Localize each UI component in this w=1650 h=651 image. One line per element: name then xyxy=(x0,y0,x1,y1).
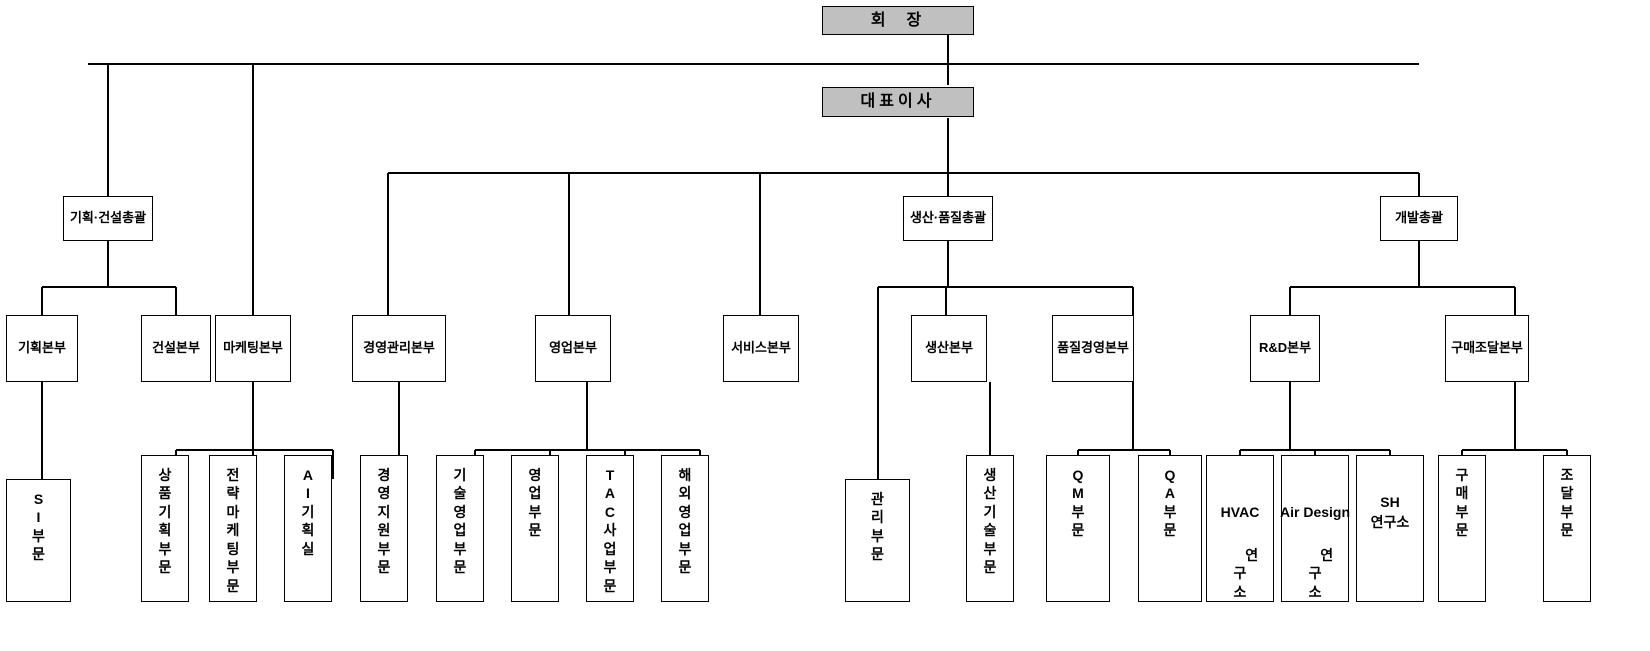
node-leaf-sales-label: 영 업 부 문 xyxy=(528,467,542,539)
node-hq-rnd[interactable]: R&D본부 xyxy=(1250,315,1320,382)
node-hq-rnd-label: R&D본부 xyxy=(1258,340,1312,356)
node-div-development-label: 개발총괄 xyxy=(1395,210,1443,226)
node-leaf-si[interactable]: S I 부 문 xyxy=(6,479,71,602)
node-leaf-technical-sales-label: 기 술 영 업 부 문 xyxy=(453,467,467,576)
node-leaf-qa[interactable]: Q A 부 문 xyxy=(1138,455,1202,602)
node-leaf-management-support[interactable]: 경 영 지 원 부 문 xyxy=(360,455,408,602)
node-chairman[interactable]: 회 장 xyxy=(822,6,974,35)
node-hq-construction-label: 건설본부 xyxy=(152,340,200,356)
node-leaf-qm[interactable]: Q M 부 문 xyxy=(1046,455,1110,602)
node-hq-marketing[interactable]: 마케팅본부 xyxy=(215,315,291,382)
node-leaf-airdesign-lab[interactable]: Air Design 연 구 소 xyxy=(1280,455,1350,602)
node-div-production-quality[interactable]: 생산·품질총괄 xyxy=(903,196,993,241)
node-leaf-qm-label: Q M 부 문 xyxy=(1071,467,1085,539)
node-hq-production[interactable]: 생산본부 xyxy=(911,315,987,382)
node-leaf-tac-business[interactable]: T A C 사 업 부 문 xyxy=(586,455,634,602)
node-leaf-airdesign-lab-top: Air Design xyxy=(1280,503,1351,520)
node-leaf-strategic-marketing[interactable]: 전 략 마 케 팅 부 문 xyxy=(209,455,257,602)
node-leaf-purchasing-label: 구 매 부 문 xyxy=(1455,467,1469,539)
node-leaf-product-planning-label: 상 품 기 획 부 문 xyxy=(158,467,172,576)
node-div-planning-construction-label: 기획·건설총괄 xyxy=(69,210,147,226)
node-hq-sales[interactable]: 영업본부 xyxy=(535,315,611,382)
node-leaf-administration-label: 관 리 부 문 xyxy=(871,491,884,563)
node-hq-construction[interactable]: 건설본부 xyxy=(141,315,211,382)
node-div-planning-construction[interactable]: 기획·건설총괄 xyxy=(63,196,153,241)
node-hq-sales-label: 영업본부 xyxy=(549,340,597,356)
node-hq-service-label: 서비스본부 xyxy=(731,340,791,356)
node-leaf-product-planning[interactable]: 상 품 기 획 부 문 xyxy=(141,455,189,602)
node-hq-planning-label: 기획본부 xyxy=(18,340,66,356)
node-hq-quality[interactable]: 품질경영본부 xyxy=(1052,315,1134,382)
node-hq-service[interactable]: 서비스본부 xyxy=(723,315,799,382)
node-leaf-qa-label: Q A 부 문 xyxy=(1163,467,1177,539)
node-leaf-purchasing[interactable]: 구 매 부 문 xyxy=(1438,455,1486,602)
node-hq-planning[interactable]: 기획본부 xyxy=(6,315,78,382)
node-leaf-hvac-lab[interactable]: HVAC 연 구 소 xyxy=(1206,455,1274,602)
node-leaf-production-technology[interactable]: 생 산 기 술 부 문 xyxy=(966,455,1014,602)
node-leaf-procurement-label: 조 달 부 문 xyxy=(1560,467,1574,539)
node-leaf-sales[interactable]: 영 업 부 문 xyxy=(511,455,559,602)
node-leaf-hvac-lab-top: HVAC xyxy=(1220,503,1260,520)
node-leaf-airdesign-lab-label: Air Design 연 구 소 xyxy=(1280,466,1350,620)
node-leaf-sh-lab[interactable]: SH 연구소 xyxy=(1356,455,1424,602)
node-leaf-production-technology-label: 생 산 기 술 부 문 xyxy=(983,467,997,576)
node-leaf-ai-planning[interactable]: A I 기 획 실 xyxy=(284,455,332,602)
node-ceo-label: 대표이사 xyxy=(860,93,936,111)
node-hq-management-label: 경영관리본부 xyxy=(363,340,435,356)
node-leaf-hvac-lab-bottom: 연 구 소 xyxy=(1233,546,1259,600)
node-leaf-management-support-label: 경 영 지 원 부 문 xyxy=(377,467,391,576)
node-leaf-administration[interactable]: 관 리 부 문 xyxy=(845,479,910,602)
node-div-production-quality-label: 생산·품질총괄 xyxy=(909,210,987,226)
node-leaf-overseas-sales-label: 해 외 영 업 부 문 xyxy=(678,467,692,576)
node-leaf-sh-lab-label: SH 연구소 xyxy=(1370,494,1410,531)
node-chairman-label: 회 장 xyxy=(870,11,926,29)
node-div-development[interactable]: 개발총괄 xyxy=(1380,196,1458,241)
node-hq-procurement[interactable]: 구매조달본부 xyxy=(1445,315,1529,382)
node-ceo[interactable]: 대표이사 xyxy=(822,87,974,117)
node-leaf-tac-business-label: T A C 사 업 부 문 xyxy=(603,467,617,594)
node-hq-procurement-label: 구매조달본부 xyxy=(1451,340,1523,356)
node-leaf-overseas-sales[interactable]: 해 외 영 업 부 문 xyxy=(661,455,709,602)
node-hq-production-label: 생산본부 xyxy=(925,340,973,356)
node-leaf-si-label: S I 부 문 xyxy=(32,491,45,563)
node-hq-quality-label: 품질경영본부 xyxy=(1057,340,1129,356)
node-hq-management[interactable]: 경영관리본부 xyxy=(352,315,446,382)
node-leaf-strategic-marketing-label: 전 략 마 케 팅 부 문 xyxy=(226,467,240,594)
node-leaf-ai-planning-label: A I 기 획 실 xyxy=(301,467,315,557)
node-hq-marketing-label: 마케팅본부 xyxy=(223,340,283,356)
node-leaf-airdesign-lab-bottom: 연 구 소 xyxy=(1308,546,1334,600)
node-leaf-hvac-lab-label: HVAC 연 구 소 xyxy=(1221,466,1260,620)
node-leaf-technical-sales[interactable]: 기 술 영 업 부 문 xyxy=(436,455,484,602)
node-leaf-procurement[interactable]: 조 달 부 문 xyxy=(1543,455,1591,602)
